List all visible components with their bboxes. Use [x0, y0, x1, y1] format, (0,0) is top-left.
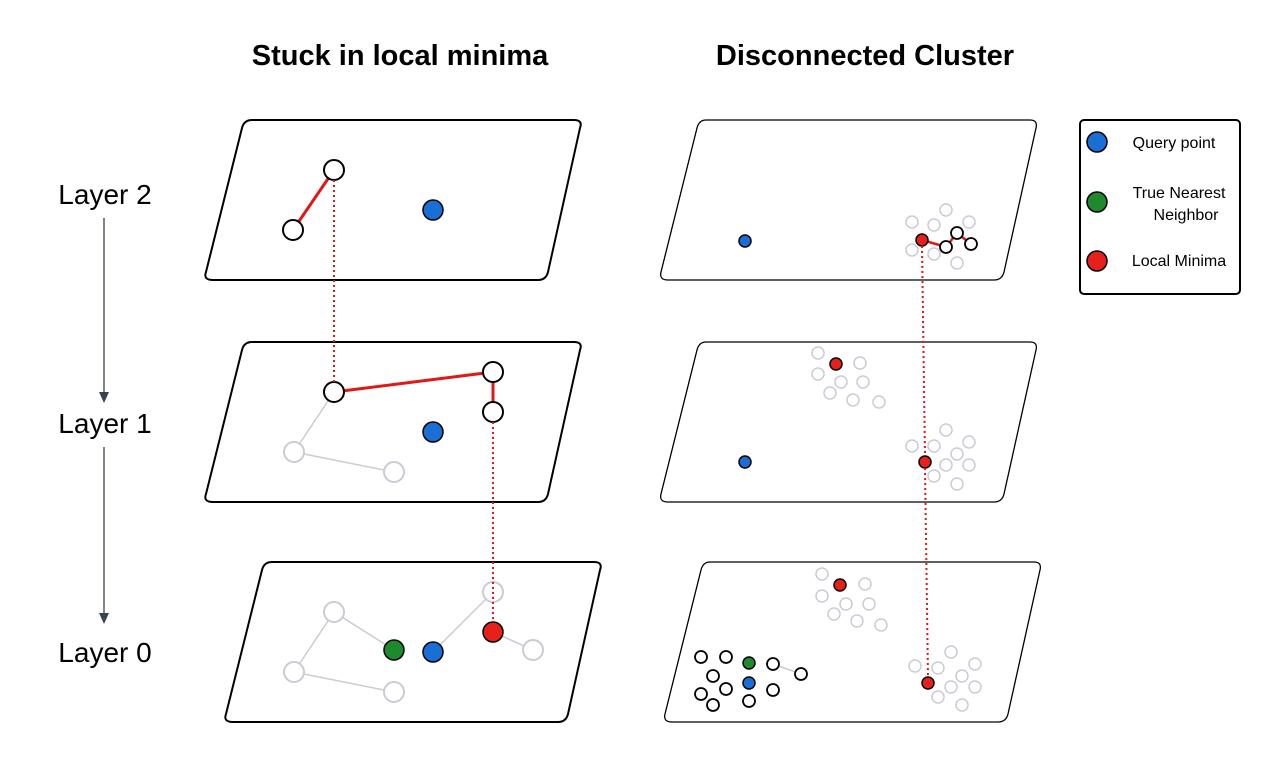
graph-node [482, 361, 504, 383]
layer-1-label: Layer 1 [58, 408, 151, 439]
faded-cluster [905, 203, 976, 270]
query-point [742, 676, 756, 690]
faded-edge [293, 611, 335, 673]
true-nearest-neighbor [742, 656, 756, 670]
layer-0-label: Layer 0 [58, 637, 151, 668]
right-title: Disconnected Cluster [716, 40, 1014, 72]
query-point [738, 234, 752, 248]
query-point [738, 455, 752, 469]
faded-cluster [815, 567, 982, 712]
left-layer-0-plane [224, 561, 602, 723]
search-path-edge [333, 370, 494, 394]
faded-edge [293, 451, 395, 473]
right-layer-1-plane [660, 341, 1038, 503]
faded-node [383, 461, 405, 483]
faded-edge [293, 671, 395, 693]
local-minima-node [482, 621, 504, 643]
faded-edge [333, 611, 395, 651]
true-nearest-neighbor [383, 639, 405, 661]
faded-edge [432, 591, 494, 653]
local-minima-node [915, 233, 929, 247]
query-cluster [694, 650, 808, 712]
graph-node [323, 159, 345, 181]
faded-node [323, 601, 345, 623]
legend-box [1079, 119, 1241, 295]
graph-node [323, 381, 345, 403]
legend-minima-swatch [1086, 250, 1108, 272]
legend-minima-label: Local Minima [1132, 253, 1226, 270]
query-point [422, 641, 444, 663]
left-layer-1-plane [204, 341, 582, 503]
layer-arrow-1-to-0 [99, 447, 109, 624]
faded-node [522, 639, 544, 661]
legend: Query point True Nearest Neighbor Local … [1079, 119, 1241, 295]
faded-node [283, 441, 305, 463]
faded-node [283, 661, 305, 683]
graph-node [950, 226, 964, 240]
search-path-edge [921, 231, 972, 249]
legend-query-swatch [1086, 131, 1108, 153]
layer-arrow-2-to-1 [99, 218, 109, 403]
legend-query-label: Query point [1133, 135, 1216, 152]
left-layer-2-plane [204, 119, 582, 281]
local-minima-node [918, 455, 932, 469]
graph-node [964, 237, 978, 251]
local-minima-node [921, 676, 935, 690]
query-point [422, 421, 444, 443]
right-layer-2-plane [660, 119, 1038, 281]
layer-descent-connector [921, 245, 926, 457]
legend-nearest-label-line-2: Neighbor [1154, 207, 1220, 224]
layer-2-label: Layer 2 [58, 179, 151, 210]
query-point [422, 199, 444, 221]
faded-cluster [811, 346, 976, 491]
local-minima-node [829, 357, 843, 371]
graph-node [482, 401, 504, 423]
left-title: Stuck in local minima [252, 40, 549, 72]
search-path-edge [291, 169, 336, 231]
graph-node [282, 219, 304, 241]
right-layer-0-plane [664, 561, 1042, 723]
faded-edge [293, 391, 335, 453]
legend-nearest-swatch [1086, 191, 1108, 213]
legend-nearest-label-line-1: True Nearest [1133, 185, 1226, 202]
local-minima-node [833, 578, 847, 592]
faded-node [383, 681, 405, 703]
graph-node [939, 240, 953, 254]
